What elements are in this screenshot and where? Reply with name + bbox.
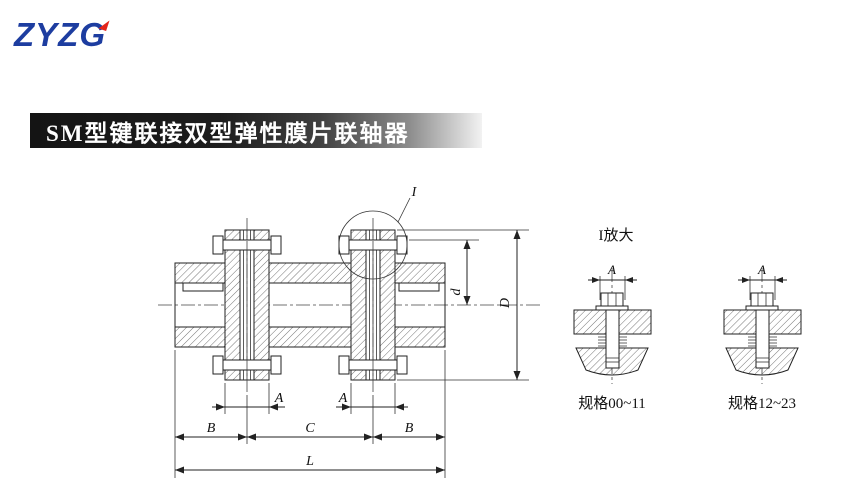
dim-label-B: B [207,421,216,436]
washer [595,305,629,311]
nut-icon [270,355,282,375]
dimension-BCB: B C B [174,350,446,478]
callout-label: I [411,185,418,200]
dim-label-A: A [274,391,284,406]
nut-icon [396,355,408,375]
title-banner: SM型键联接双型弹性膜片联轴器 [30,113,482,148]
flange-pack-right [338,218,408,392]
nut-icon [338,355,350,375]
main-view: I d D [158,185,540,478]
detail-view-right: A 规格12~23 [723,262,802,412]
nut-icon [212,355,224,375]
nut-icon [338,235,350,255]
logo: ZYZG [14,16,114,54]
dim-label-A: A [338,391,348,406]
spec-label-left: 规格00~11 [578,395,646,412]
dim-label-L: L [305,454,314,469]
detail-callout: I [338,185,418,280]
dim-label-D: D [498,298,513,309]
bolt-shaft [605,309,620,369]
dimension-L: L [175,454,445,474]
dim-label-C: C [305,421,315,436]
washer [745,305,779,311]
dimension-A-right: A [336,383,408,414]
nut-icon [750,292,774,307]
dimension-D: D [397,229,529,381]
flange-pack-left [212,218,282,392]
detail-views: I放大 [573,227,802,412]
dimension-A-detail-right: A [738,262,787,300]
page-title: SM型键联接双型弹性膜片联轴器 [46,120,410,146]
bolt-shaft [755,309,770,369]
dim-label-A: A [757,262,766,277]
detail-title: I放大 [599,227,634,244]
dimension-A-left: A [212,383,285,414]
detail-view-left: A 规格00~11 [573,262,652,412]
logo-red-triangle-icon [98,18,110,31]
nut-icon [600,292,624,307]
callout-circle [338,210,408,280]
dim-label-d: d [449,288,464,296]
spec-label-right: 规格12~23 [728,395,796,412]
nut-icon [396,235,408,255]
dim-label-B: B [405,421,414,436]
key-left [182,282,224,292]
key-right [398,282,440,292]
logo-text: ZYZG [14,16,106,53]
nut-icon [212,235,224,255]
dim-label-A: A [607,262,616,277]
nut-icon [270,235,282,255]
dimension-A-detail-left: A [588,262,637,300]
dimension-d: d [409,239,479,305]
technical-drawing: I d D [158,185,802,478]
